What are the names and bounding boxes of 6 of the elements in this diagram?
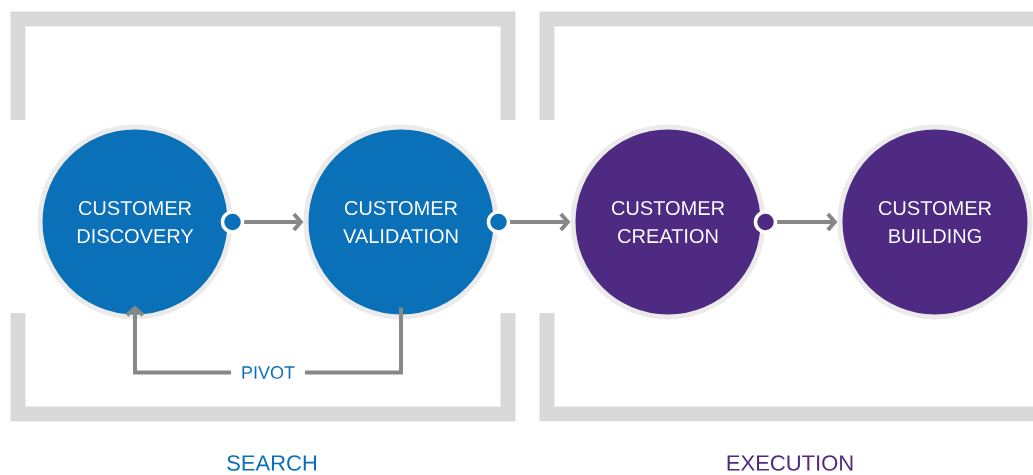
arrow — [775, 212, 838, 232]
arrow — [508, 212, 571, 232]
section-heading: EXECUTION — [727, 455, 853, 471]
edge-label: PIVOT — [231, 362, 305, 383]
section-heading: SEARCH — [227, 455, 317, 471]
arrow — [242, 212, 304, 232]
